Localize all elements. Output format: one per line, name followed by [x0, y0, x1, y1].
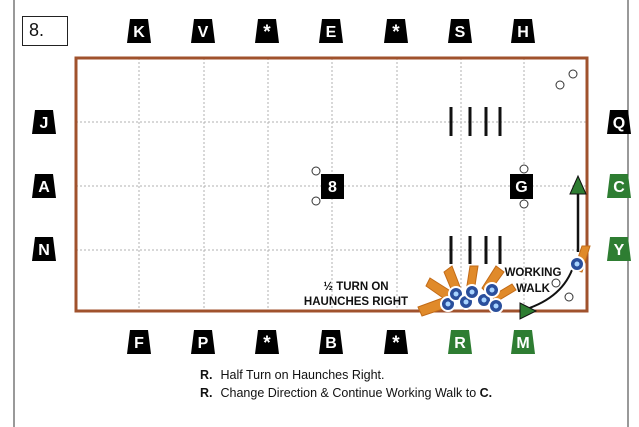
letter-marker-shape: [384, 19, 408, 43]
letter-marker-shape: [607, 110, 631, 134]
ground-poles-top: [449, 107, 502, 136]
letter-marker-label: V: [198, 24, 209, 41]
letter-marker-shape: [191, 330, 215, 354]
letter-marker-shape: [32, 174, 56, 198]
instruction-line: R. Half Turn on Haunches Right.: [200, 366, 492, 384]
instruction-letter: R.: [200, 368, 213, 382]
annotation-walk-line1: WORKING: [505, 267, 562, 279]
instruction-letter: R.: [200, 386, 213, 400]
letter-marker-shape: [607, 237, 631, 261]
annotation-turn-line1: ½ TURN ON: [323, 281, 388, 293]
letter-marker-shape: [127, 330, 151, 354]
cone: [555, 80, 565, 90]
letter-marker-label: *: [263, 333, 271, 354]
letter-marker-shape: [255, 330, 279, 354]
letter-marker-shape: [319, 330, 343, 354]
arena-border: [74, 56, 589, 313]
letter-marker-label: R: [454, 335, 466, 352]
letter-marker-bottom-f: F: [127, 330, 151, 354]
letter-marker-label: C: [613, 179, 625, 196]
letter-marker-top-h: H: [511, 19, 535, 43]
center-marker-label: G: [515, 179, 527, 196]
letter-marker-shape: [319, 19, 343, 43]
letter-marker-label: M: [516, 335, 529, 352]
letter-marker-shape: [127, 19, 151, 43]
letter-marker-right-y: Y: [607, 237, 631, 261]
letter-marker-top-k: K: [127, 19, 151, 43]
letter-marker-label: N: [38, 242, 50, 259]
arena-grid: [76, 58, 587, 311]
pattern-number: 8.: [22, 16, 68, 46]
center-marker-8: 8: [321, 174, 344, 199]
letter-marker-shape: [191, 19, 215, 43]
letter-marker-label: S: [455, 24, 466, 41]
letter-marker-right-q: Q: [607, 110, 631, 134]
letter-marker-bottom-b: B: [319, 330, 343, 354]
letter-marker-bottom-r: R: [448, 330, 472, 354]
letter-marker-label: B: [325, 335, 337, 352]
letter-marker-shape: [511, 330, 535, 354]
letter-marker-label: K: [133, 24, 145, 41]
letter-marker-top-star: *: [255, 19, 279, 43]
letter-marker-left-n: N: [32, 237, 56, 261]
instruction-text: Half Turn on Haunches Right.: [220, 368, 385, 382]
annotation-turn-line2: HAUNCHES RIGHT: [304, 296, 408, 308]
letter-marker-top-star: *: [384, 19, 408, 43]
instruction-line: R. Change Direction & Continue Working Wa…: [200, 384, 492, 402]
letter-marker-label: H: [517, 24, 529, 41]
letter-marker-bottom-star: *: [384, 330, 408, 354]
letter-marker-shape: [448, 19, 472, 43]
letter-marker-label: Y: [614, 242, 625, 259]
letter-marker-label: P: [198, 335, 209, 352]
letter-marker-label: *: [392, 22, 400, 43]
cone: [564, 292, 574, 302]
annotation-walk-line2: WALK: [516, 283, 551, 295]
cone: [519, 164, 529, 174]
cones: [311, 69, 578, 302]
letter-marker-label: A: [38, 179, 50, 196]
cone: [568, 69, 578, 79]
letter-marker-top-e: E: [319, 19, 343, 43]
letter-marker-shape: [255, 19, 279, 43]
letter-marker-bottom-p: P: [191, 330, 215, 354]
arrow-right-icon: [519, 302, 538, 320]
letter-marker-shape: [607, 174, 631, 198]
letter-marker-label: Q: [613, 115, 625, 132]
letter-marker-label: *: [263, 22, 271, 43]
letter-marker-top-s: S: [448, 19, 472, 43]
instruction-notes: R. Half Turn on Haunches Right. R. Change …: [200, 366, 492, 402]
letter-marker-shape: [32, 110, 56, 134]
cone: [551, 278, 561, 288]
arrow-up-icon: [569, 174, 587, 195]
letter-marker-left-a: A: [32, 174, 56, 198]
letter-marker-label: J: [40, 115, 49, 132]
cone: [519, 199, 529, 209]
letter-marker-left-j: J: [32, 110, 56, 134]
letter-marker-label: *: [392, 333, 400, 354]
letter-marker-label: E: [326, 24, 337, 41]
instruction-text: Change Direction & Continue Working Walk…: [220, 386, 480, 400]
horse-turn-figures: [417, 245, 591, 317]
letter-marker-shape: [32, 237, 56, 261]
center-marker-g: G: [510, 174, 533, 199]
letter-marker-right-c: C: [607, 174, 631, 198]
letter-marker-top-v: V: [191, 19, 215, 43]
letter-marker-bottom-m: M: [511, 330, 535, 354]
center-marker-label: 8: [328, 179, 337, 196]
letter-marker-shape: [384, 330, 408, 354]
letter-marker-label: F: [134, 335, 144, 352]
cone: [311, 196, 321, 206]
ground-poles-bottom: [449, 236, 502, 264]
cone: [311, 166, 321, 176]
letter-marker-shape: [511, 19, 535, 43]
arena-letter-markers: K V * E * S H F P * B * R M J A N Q C Y: [32, 19, 631, 354]
letter-marker-bottom-star: *: [255, 330, 279, 354]
letter-marker-shape: [448, 330, 472, 354]
instruction-suffix: C.: [479, 386, 493, 400]
